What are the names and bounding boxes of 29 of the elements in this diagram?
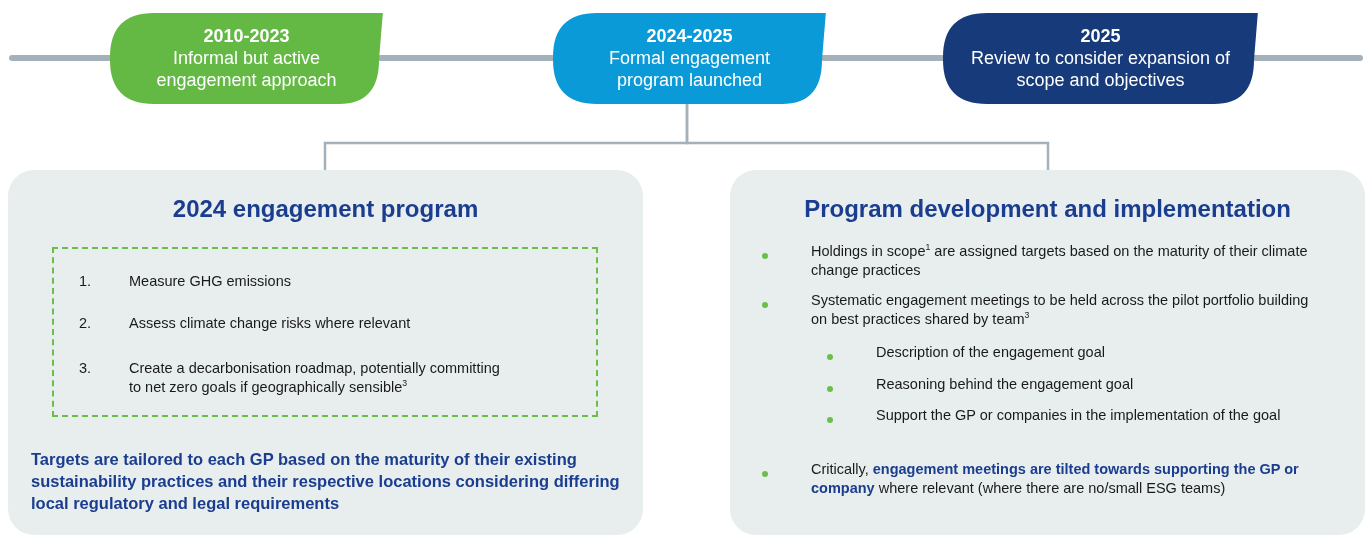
list-number: 1. (79, 272, 92, 291)
period-label: 2010-2023 (202, 25, 291, 47)
milestone-text: Informal but active engagement approach (155, 47, 338, 91)
milestone-text: Formal engagement program launched (607, 47, 772, 91)
list-number: 2. (79, 314, 92, 333)
bullet-text: Systematic engagement meetings to be held across the pilot portfolio building on best practices shared by team$^{3}$ (811, 291, 1310, 329)
bullet-text: Critically, engagement meetings are tilted towards supporting the GP or company where relevant (where there are no/small ESG teams) (811, 460, 1300, 498)
period-label: 2025 (1079, 25, 1122, 47)
timeline-connector (1252, 55, 1363, 61)
milestone-text: Review to consider expansion of scope and objectives (969, 47, 1232, 91)
list-text: Create a decarbonisation roadmap, potentially committing to net zero goals if geographically sensible$^{3}$ (129, 359, 501, 397)
dashed-frame (52, 247, 598, 417)
list-text: Measure GHG emissions (129, 272, 292, 291)
panel-heading: Program development and implementation (803, 195, 1292, 223)
bullet-text: Support the GP or companies in the implementation of the goal (876, 406, 1282, 425)
panel-card (8, 170, 643, 535)
bracket-connector (323, 104, 689, 170)
list-number: 3. (79, 359, 92, 378)
timeline-leaf (943, 13, 1258, 104)
period-label: 2024-2025 (645, 25, 734, 47)
summary-note: Targets are tailored to each GP based on the maturity of their existing sustainability practices and their respective locations considering differing local regulatory and legal requirements (31, 449, 621, 514)
list-text: Assess climate change risks where relevant (129, 314, 412, 333)
panel-heading: 2024 engagement program (171, 195, 480, 223)
panel-card (730, 170, 1365, 535)
bullet-text: Reasoning behind the engagement goal (876, 375, 1135, 394)
timeline-leaf (553, 13, 826, 104)
timeline-leaf (110, 13, 383, 104)
bullet-text: Holdings in scope$^{1}$ are assigned targets based on the maturity of their climate change practices (811, 242, 1309, 280)
bullet-text: Description of the engagement goal (876, 343, 1106, 362)
